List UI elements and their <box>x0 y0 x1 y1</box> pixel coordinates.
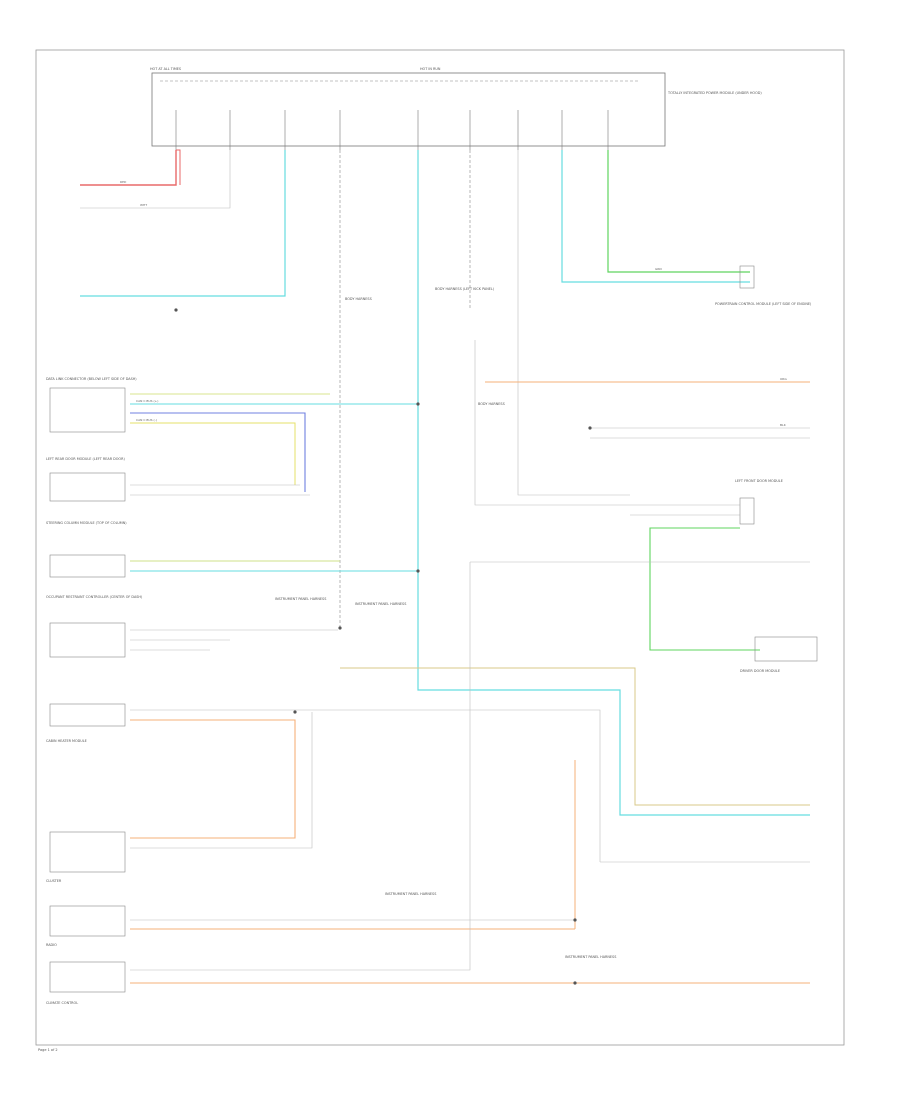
module-data-link: DATA LINK CONNECTOR (BELOW LEFT SIDE OF … <box>46 377 137 433</box>
splice-label-6: INSTRUMENT PANEL HARNESS <box>385 892 436 896</box>
module-label-driver-door: DRIVER DOOR MODULE <box>740 669 780 673</box>
wire-orange-2 <box>130 719 296 839</box>
splice-label-2: BODY HARNESS (LEFT KICK PANEL) <box>435 287 495 291</box>
wire-cyan-datalink <box>80 150 286 297</box>
wire-label-red: RED <box>120 180 127 184</box>
module-label-steering-column: STEERING COLUMN MODULE (TOP OF COLUMN) <box>46 521 127 525</box>
wire-cyan-trunk <box>417 150 810 816</box>
bus-label-can-l: CAN C BUS (-) <box>136 418 157 422</box>
module-cluster: CLUSTER <box>46 831 126 883</box>
module-occupant-restraint: OCCUPANT RESTRAINT CONTROLLER (CENTER OF… <box>46 595 143 658</box>
fuse-pins <box>175 110 609 150</box>
module-label-climate-control: CLIMATE CONTROL <box>46 1001 78 1005</box>
splice-label-5: INSTRUMENT PANEL HARNESS <box>355 602 406 606</box>
diagram-frame <box>35 49 845 1046</box>
splice-label-1: BODY HARNESS <box>345 297 372 301</box>
module-powertrain: POWERTRAIN CONTROL MODULE (LEFT SIDE OF … <box>715 265 812 306</box>
module-label-radio: RADIO <box>46 943 57 947</box>
module-cabin-heater: CABIN HEATER MODULE <box>46 703 126 743</box>
wire-white-1 <box>80 150 231 209</box>
wire-label-wht: WHT <box>140 203 147 207</box>
module-header-right: TOTALLY INTEGRATED POWER MODULE (UNDER H… <box>667 91 762 95</box>
module-label-left-rear-door: LEFT REAR DOOR MODULE (LEFT REAR DOOR) <box>46 457 125 461</box>
module-left-rear-door: LEFT REAR DOOR MODULE (LEFT REAR DOOR) <box>46 457 125 502</box>
module-header-center: HOT IN RUN <box>420 67 441 71</box>
power-module-box <box>151 72 666 147</box>
wire-label-grn: GRN <box>655 267 662 271</box>
module-label-powertrain: POWERTRAIN CONTROL MODULE (LEFT SIDE OF … <box>715 302 812 306</box>
module-label-left-front-door: LEFT FRONT DOOR MODULE <box>735 479 783 483</box>
splice-label-4: INSTRUMENT PANEL HARNESS <box>275 597 326 601</box>
module-radio: RADIO <box>46 905 126 947</box>
module-steering-column: STEERING COLUMN MODULE (TOP OF COLUMN) <box>46 521 127 578</box>
wire-label-org: ORG <box>780 377 787 381</box>
module-label-cabin-heater: CABIN HEATER MODULE <box>46 739 87 743</box>
module-label-cluster: CLUSTER <box>46 879 62 883</box>
module-left-front-door: LEFT FRONT DOOR MODULE <box>735 479 783 525</box>
module-label-data-link: DATA LINK CONNECTOR (BELOW LEFT SIDE OF … <box>46 377 137 381</box>
module-label-occupant-restraint: OCCUPANT RESTRAINT CONTROLLER (CENTER OF… <box>46 595 143 599</box>
wire-cyan-powertrain <box>561 150 750 283</box>
module-driver-door: DRIVER DOOR MODULE <box>740 636 818 673</box>
wire-label-blk: BLK <box>780 423 787 427</box>
splice-label-7: INSTRUMENT PANEL HARNESS <box>565 955 616 959</box>
bus-label-can-h: CAN C BUS (+) <box>136 399 158 403</box>
wire-red-power <box>80 150 177 186</box>
module-header-left: HOT AT ALL TIMES <box>150 67 181 71</box>
splice-label-3: BODY HARNESS <box>478 402 505 406</box>
page-footer: Page 1 of 2 <box>38 1048 58 1052</box>
wire-green-powertrain <box>607 150 750 273</box>
splice-points <box>174 308 592 985</box>
module-climate-control: CLIMATE CONTROL <box>46 961 126 1005</box>
